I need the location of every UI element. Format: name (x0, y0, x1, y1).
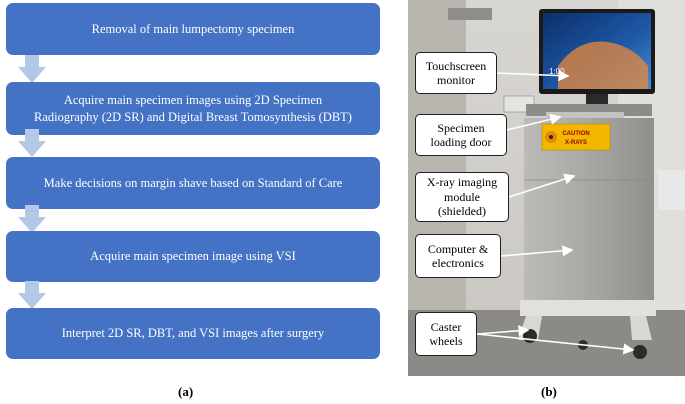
down-arrow-icon (18, 129, 46, 157)
flow-step-1-label: Removal of main lumpectomy specimen (91, 21, 295, 36)
warning-line-1: CAUTION (562, 131, 589, 137)
callout-caster-wheels-label: Caster wheels (429, 319, 463, 348)
callout-touchscreen-monitor-label: Touchscreen monitor (425, 58, 487, 87)
callout-specimen-loading-door: Specimen loading door (415, 114, 507, 156)
down-arrow-icon (18, 281, 46, 309)
cart-base (520, 300, 656, 316)
flow-step-1: Removal of main lumpectomy specimen (6, 3, 380, 55)
screen-wallpaper (558, 41, 648, 89)
callout-computer-electronics: Computer & electronics (415, 234, 501, 278)
caster-center (578, 340, 588, 350)
callout-touchscreen-monitor: Touchscreen monitor (415, 52, 497, 94)
caption-b: (b) (541, 384, 557, 399)
flow-step-4-label: Acquire main specimen image using VSI (90, 249, 296, 264)
flow-step-4: Acquire main specimen image using VSI (6, 231, 380, 282)
flow-step-5: Interpret 2D SR, DBT, and VSI images aft… (6, 308, 380, 359)
callout-xray-module: X-ray imaging module (shielded) (415, 172, 509, 222)
flow-step-3: Make decisions on margin shave based on … (6, 157, 380, 209)
wall-arm (448, 8, 492, 20)
cart-leg-right (630, 316, 652, 340)
flow-step-2-label: Acquire main specimen images using 2D Sp… (34, 92, 352, 124)
flow-step-2: Acquire main specimen images using 2D Sp… (6, 82, 380, 135)
flow-step-3-label: Make decisions on margin shave based on … (43, 175, 343, 190)
callout-xray-module-label: X-ray imaging module (shielded) (426, 175, 498, 219)
side-panel (658, 170, 685, 210)
down-arrow-icon (18, 55, 46, 83)
callout-specimen-loading-door-label: Specimen loading door (430, 120, 492, 149)
callout-caster-wheels: Caster wheels (415, 312, 477, 356)
callout-computer-electronics-label: Computer & electronics (427, 241, 489, 270)
warning-line-2: X-RAYS (565, 140, 587, 146)
flow-step-5-label: Interpret 2D SR, DBT, and VSI images aft… (61, 326, 325, 341)
screen-time: 1:00 (549, 67, 565, 76)
caster-right (633, 345, 647, 359)
loading-door (546, 112, 624, 122)
caption-a: (a) (178, 384, 194, 399)
caster-left (523, 329, 537, 343)
down-arrow-icon (18, 205, 46, 233)
